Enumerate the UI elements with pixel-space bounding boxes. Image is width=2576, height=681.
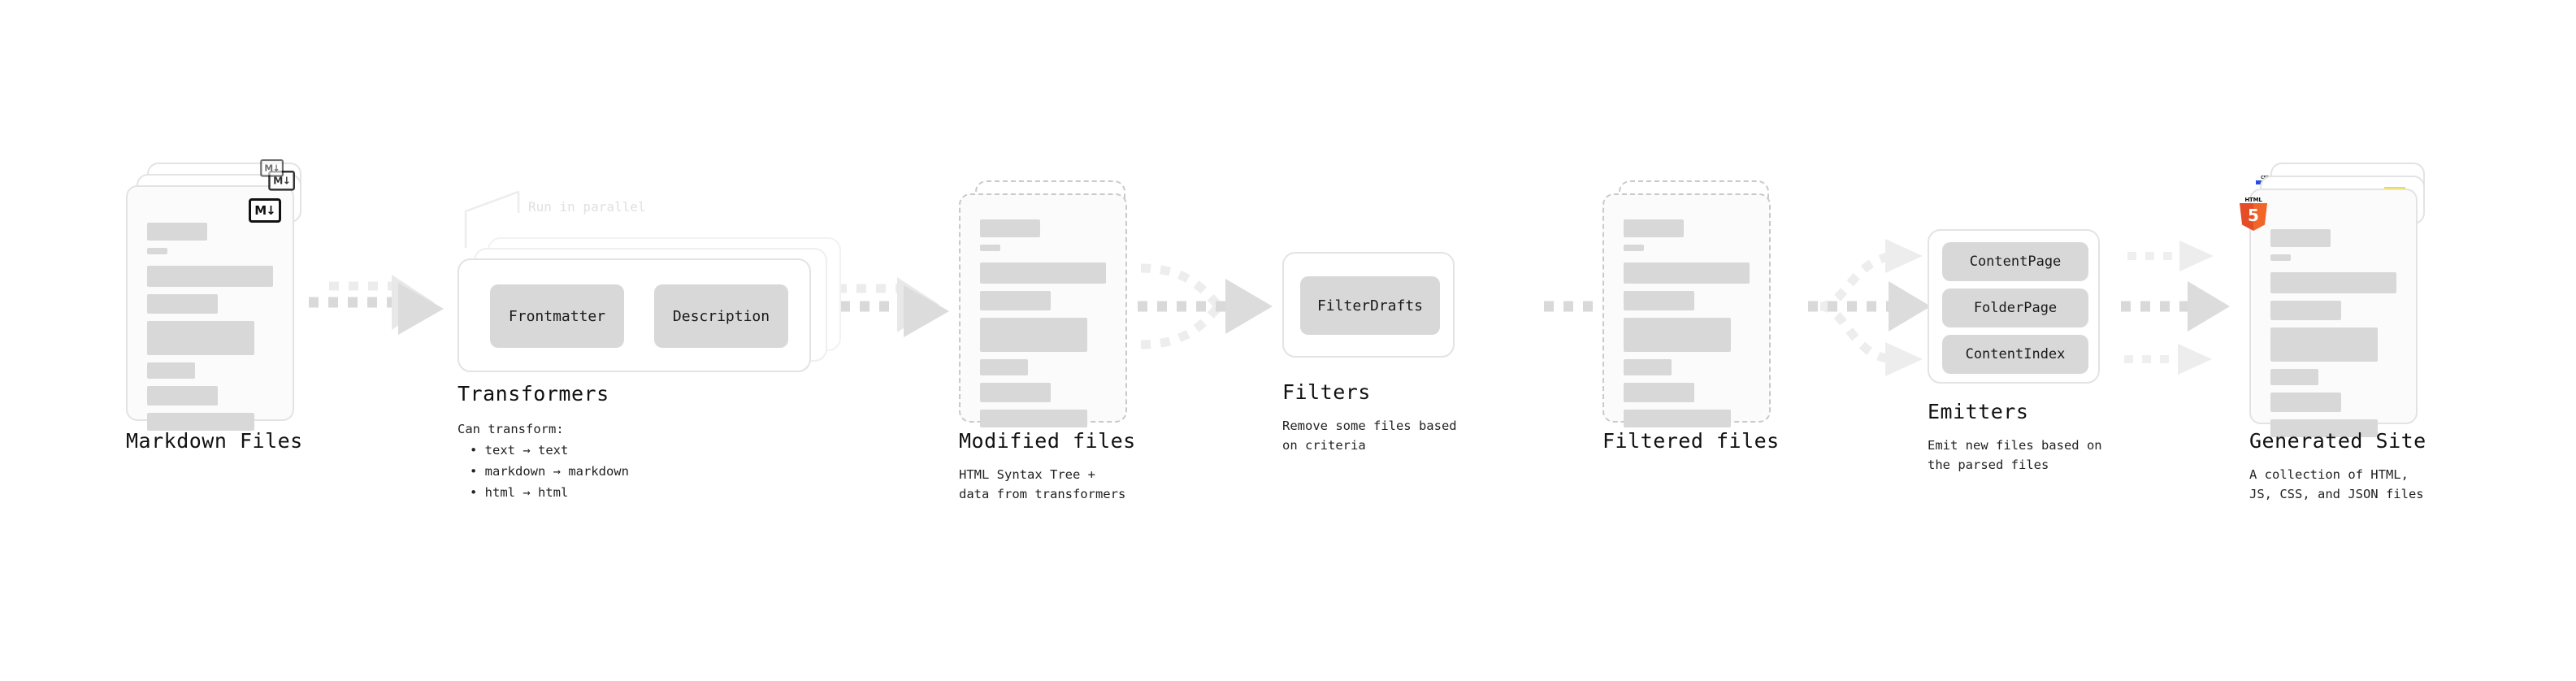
bar [980, 219, 1041, 237]
generated-site-caption: A collection of HTML, JS, CSS, and JSON … [2249, 467, 2424, 502]
bar [980, 245, 1000, 251]
generated-site-title: Generated Site [2249, 429, 2426, 453]
html5-badge-label: HTML [2244, 197, 2262, 203]
modified-files-caption: HTML Syntax Tree + data from transformer… [959, 467, 1126, 502]
transformer-chip-description[interactable]: Description [654, 284, 788, 348]
transformers-caption-head: Can transform: [458, 422, 564, 436]
transformers-caption-item-2: • html → html [470, 485, 569, 500]
emitters-box[interactable]: ContentPage FolderPage ContentIndex [1928, 229, 2100, 384]
doc-skeleton-bars [980, 219, 1106, 435]
filters-title: Filters [1282, 380, 1371, 404]
bar [2270, 369, 2318, 385]
modified-files-title: Modified files [959, 429, 1136, 453]
transformers-box[interactable]: Frontmatter Description [458, 258, 811, 372]
arrow-markdown-to-transformers [309, 275, 444, 335]
bar [980, 359, 1028, 375]
bar [147, 321, 254, 355]
arrow-filtered-to-emitters [1808, 239, 1931, 376]
site-file-card-front[interactable]: HTML 5 [2240, 189, 2418, 437]
markdown-badge-back2: M↓ [260, 159, 284, 177]
transformer-chip-frontmatter[interactable]: Frontmatter [490, 284, 624, 348]
bar [2270, 272, 2396, 293]
bar [980, 410, 1087, 427]
doc-skeleton-bars [147, 223, 273, 438]
bar [1624, 219, 1685, 237]
transformers-caption-item-0: • text → text [470, 443, 569, 458]
filters-caption: Remove some files based on criteria [1282, 419, 1457, 453]
bar [1624, 410, 1731, 427]
bar [1624, 359, 1672, 375]
generated-site-stack[interactable]: HTML 5 [2240, 163, 2436, 437]
bar [1624, 245, 1644, 251]
bar [2270, 327, 2378, 362]
filter-chip-filterdrafts[interactable]: FilterDrafts [1300, 276, 1440, 335]
emitter-chip-contentindex[interactable]: ContentIndex [1942, 335, 2088, 374]
arrow-modified-to-filters [1138, 263, 1273, 349]
bar [147, 266, 273, 287]
bar [980, 262, 1106, 284]
bar [2270, 419, 2378, 437]
markdown-file-stack[interactable]: M↓ M↓ M↓ [126, 159, 313, 431]
bar [147, 294, 218, 314]
filtered-file-card-front[interactable] [1602, 193, 1771, 427]
filtered-files-group [1602, 180, 1785, 427]
doc-skeleton-bars [2270, 229, 2396, 445]
bar [1624, 383, 1694, 402]
emitter-chip-folderpage[interactable]: FolderPage [1942, 288, 2088, 327]
transformers-title: Transformers [458, 382, 609, 406]
markdown-file-card-front[interactable]: M↓ [126, 185, 294, 431]
markdown-badge: M↓ [249, 198, 281, 223]
bar [147, 248, 167, 254]
run-in-parallel-hint: Run in parallel [528, 199, 646, 215]
bar [147, 362, 195, 379]
bar [147, 223, 208, 241]
bar [2270, 254, 2291, 261]
filtered-files-stack[interactable] [1602, 180, 1785, 427]
bar [980, 383, 1051, 402]
bar [147, 413, 254, 431]
filters-box[interactable]: FilterDrafts [1282, 252, 1455, 358]
modified-files-group [959, 180, 1142, 427]
bar [1624, 262, 1750, 284]
emitters-title: Emitters [1928, 400, 2029, 423]
bar [2270, 229, 2331, 247]
emitter-chip-contentpage[interactable]: ContentPage [1942, 242, 2088, 281]
modified-files-stack[interactable] [959, 180, 1142, 427]
bar [1624, 318, 1731, 352]
generated-site-group: HTML 5 [2240, 163, 2436, 437]
html5-badge-digit: 5 [2248, 206, 2259, 225]
emitters-caption: Emit new files based on the parsed files [1928, 438, 2102, 473]
markdown-files-title: Markdown Files [126, 429, 303, 453]
modified-file-card-front[interactable] [959, 193, 1127, 427]
bar [1624, 291, 1694, 310]
transformers-caption-item-1: • markdown → markdown [470, 464, 629, 479]
bar [147, 386, 218, 406]
bar [2270, 393, 2341, 412]
html5-badge: HTML 5 [2240, 197, 2267, 231]
doc-skeleton-bars [1624, 219, 1750, 435]
bar [980, 318, 1087, 352]
filtered-files-title: Filtered files [1602, 429, 1780, 453]
arrow-emitters-to-site [2121, 241, 2230, 375]
bar [2270, 301, 2341, 320]
bar [980, 291, 1051, 310]
markdown-files-group: M↓ M↓ M↓ [126, 159, 313, 431]
